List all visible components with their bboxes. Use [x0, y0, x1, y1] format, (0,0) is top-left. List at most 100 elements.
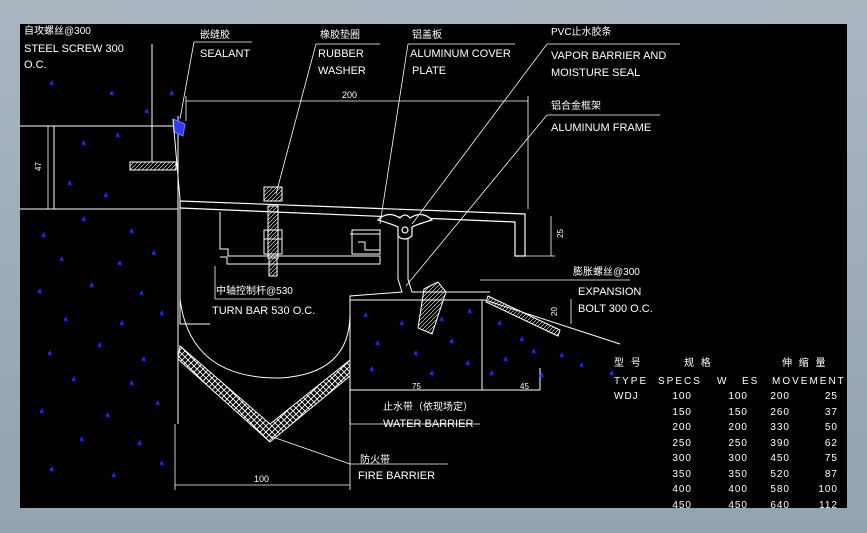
aggregate-mark [111, 472, 116, 478]
table-cell: 37 [824, 406, 838, 418]
label-screw-en2: O.C. [24, 59, 47, 71]
barrier-leaders [269, 423, 480, 465]
aggregate-mark [97, 342, 102, 348]
aggregate-mark [139, 290, 144, 296]
aggregate-mark [151, 250, 156, 256]
dim-text-mid-right: 45 [520, 382, 529, 391]
aggregate-mark [465, 360, 470, 366]
table-cell: 50 [824, 422, 838, 433]
table-cell: 330 [770, 422, 790, 433]
dim-line-right-25 [525, 216, 555, 257]
table-cell: 112 [819, 499, 838, 509]
label-cover-en2: PLATE [412, 65, 447, 77]
dim-text-mid-left: 75 [412, 382, 421, 391]
table-cell: 520 [770, 468, 790, 480]
detail-drawing [20, 41, 680, 490]
dim-text-right-20: 20 [549, 307, 559, 316]
label-fire-cn: 防火带 [360, 455, 390, 466]
aggregate-mark [609, 370, 614, 376]
concrete-aggregate-left [37, 80, 174, 478]
table-header-specs: SPECS [658, 376, 702, 387]
table-cell: 100 [818, 484, 838, 495]
aggregate-mark [41, 232, 46, 238]
aggregate-mark [117, 260, 122, 266]
dim-text-right-25: 25 [555, 229, 565, 238]
table-cell: 260 [770, 406, 790, 418]
aggregate-mark [363, 312, 368, 318]
aggregate-mark [489, 370, 494, 376]
table-cell: 580 [770, 484, 790, 495]
aggregate-mark [141, 356, 146, 362]
table-cell: 300 [672, 453, 692, 464]
table-cell: 450 [770, 453, 790, 464]
aluminum-frame-left-leg [172, 118, 210, 325]
aggregate-mark [67, 180, 72, 186]
aggregate-mark [37, 288, 42, 294]
table-header-cn-specs: 规 格 [684, 358, 713, 369]
label-washer-en2: WASHER [318, 65, 366, 77]
label-bolt-en2: BOLT 300 O.C. [578, 303, 653, 315]
aggregate-mark [399, 320, 404, 326]
label-turnbar-cn: 中轴控制杆@530 [216, 286, 293, 297]
aggregate-mark [81, 140, 86, 146]
table-cell: 250 [672, 437, 692, 449]
steel-screw [129, 44, 177, 171]
cad-drawing-canvas[interactable]: 自攻螺丝@300 STEEL SCREW 300 O.C. 嵌缝胶 SEALAN… [20, 24, 847, 508]
aggregate-mark [115, 132, 120, 138]
aggregate-mark [89, 282, 94, 288]
label-bolt-en: EXPANSION [578, 286, 642, 298]
table-cell: 200 [728, 422, 748, 433]
aluminum-frame-center [349, 236, 490, 300]
table-cell: 390 [770, 437, 790, 449]
aggregate-mark [49, 80, 54, 86]
table-cell: 350 [672, 468, 692, 480]
aggregate-mark [375, 340, 380, 346]
table-cell: 62 [824, 437, 838, 449]
sealant-bead [172, 118, 186, 137]
table-cell: 300 [728, 453, 748, 464]
aggregate-mark [159, 460, 164, 466]
aggregate-mark [109, 90, 114, 96]
label-water-cn: 止水带（依现场定） [383, 402, 473, 413]
label-frame-cn: 铝合金框架 [551, 101, 601, 112]
aggregate-mark [79, 436, 84, 442]
label-sealant-cn: 嵌缝胶 [200, 30, 230, 41]
aggregate-mark [503, 356, 508, 362]
table-cell: 350 [728, 468, 748, 480]
table-cell: 87 [824, 468, 838, 480]
aggregate-mark [71, 376, 76, 382]
slope-plate [485, 295, 561, 337]
aggregate-mark [467, 308, 472, 314]
aggregate-mark [449, 338, 454, 344]
concrete-aggregate-right [363, 308, 614, 378]
table-cell: 640 [770, 499, 790, 509]
table-header-cn-movement: 伸 缩 量 [782, 358, 828, 369]
aggregate-mark [439, 316, 444, 322]
turn-bar-curve [179, 298, 351, 379]
dim-line-top [185, 96, 529, 209]
table-cell: 100 [672, 391, 692, 402]
table-cell: 400 [672, 484, 692, 495]
table-cell: WDJ [614, 391, 639, 402]
table-cell: 400 [728, 484, 748, 495]
dim-text-bottom: 100 [254, 474, 270, 484]
label-screw-cn: 自攻螺丝@300 [24, 26, 91, 37]
table-header-w: W [717, 376, 729, 387]
label-pvc-en: VAPOR BARRIER AND [551, 50, 667, 62]
aggregate-mark [119, 320, 124, 326]
table-cell: 100 [728, 391, 748, 402]
aggregate-mark [531, 348, 536, 354]
label-pvc-cn: PVC止水胶条 [551, 27, 612, 38]
aggregate-mark [579, 362, 584, 368]
table-cell: 250 [728, 437, 748, 449]
table-header-type: TYPE [614, 376, 649, 387]
table-header-cn-type: 型 号 [614, 358, 643, 369]
leader-lines [179, 41, 680, 300]
aggregate-mark [63, 316, 68, 322]
aggregate-mark [39, 408, 44, 414]
aggregate-mark [129, 228, 134, 234]
aggregate-mark [103, 192, 108, 198]
table-cell: 150 [672, 406, 692, 418]
aggregate-mark [159, 310, 164, 316]
aggregate-mark [539, 372, 544, 378]
